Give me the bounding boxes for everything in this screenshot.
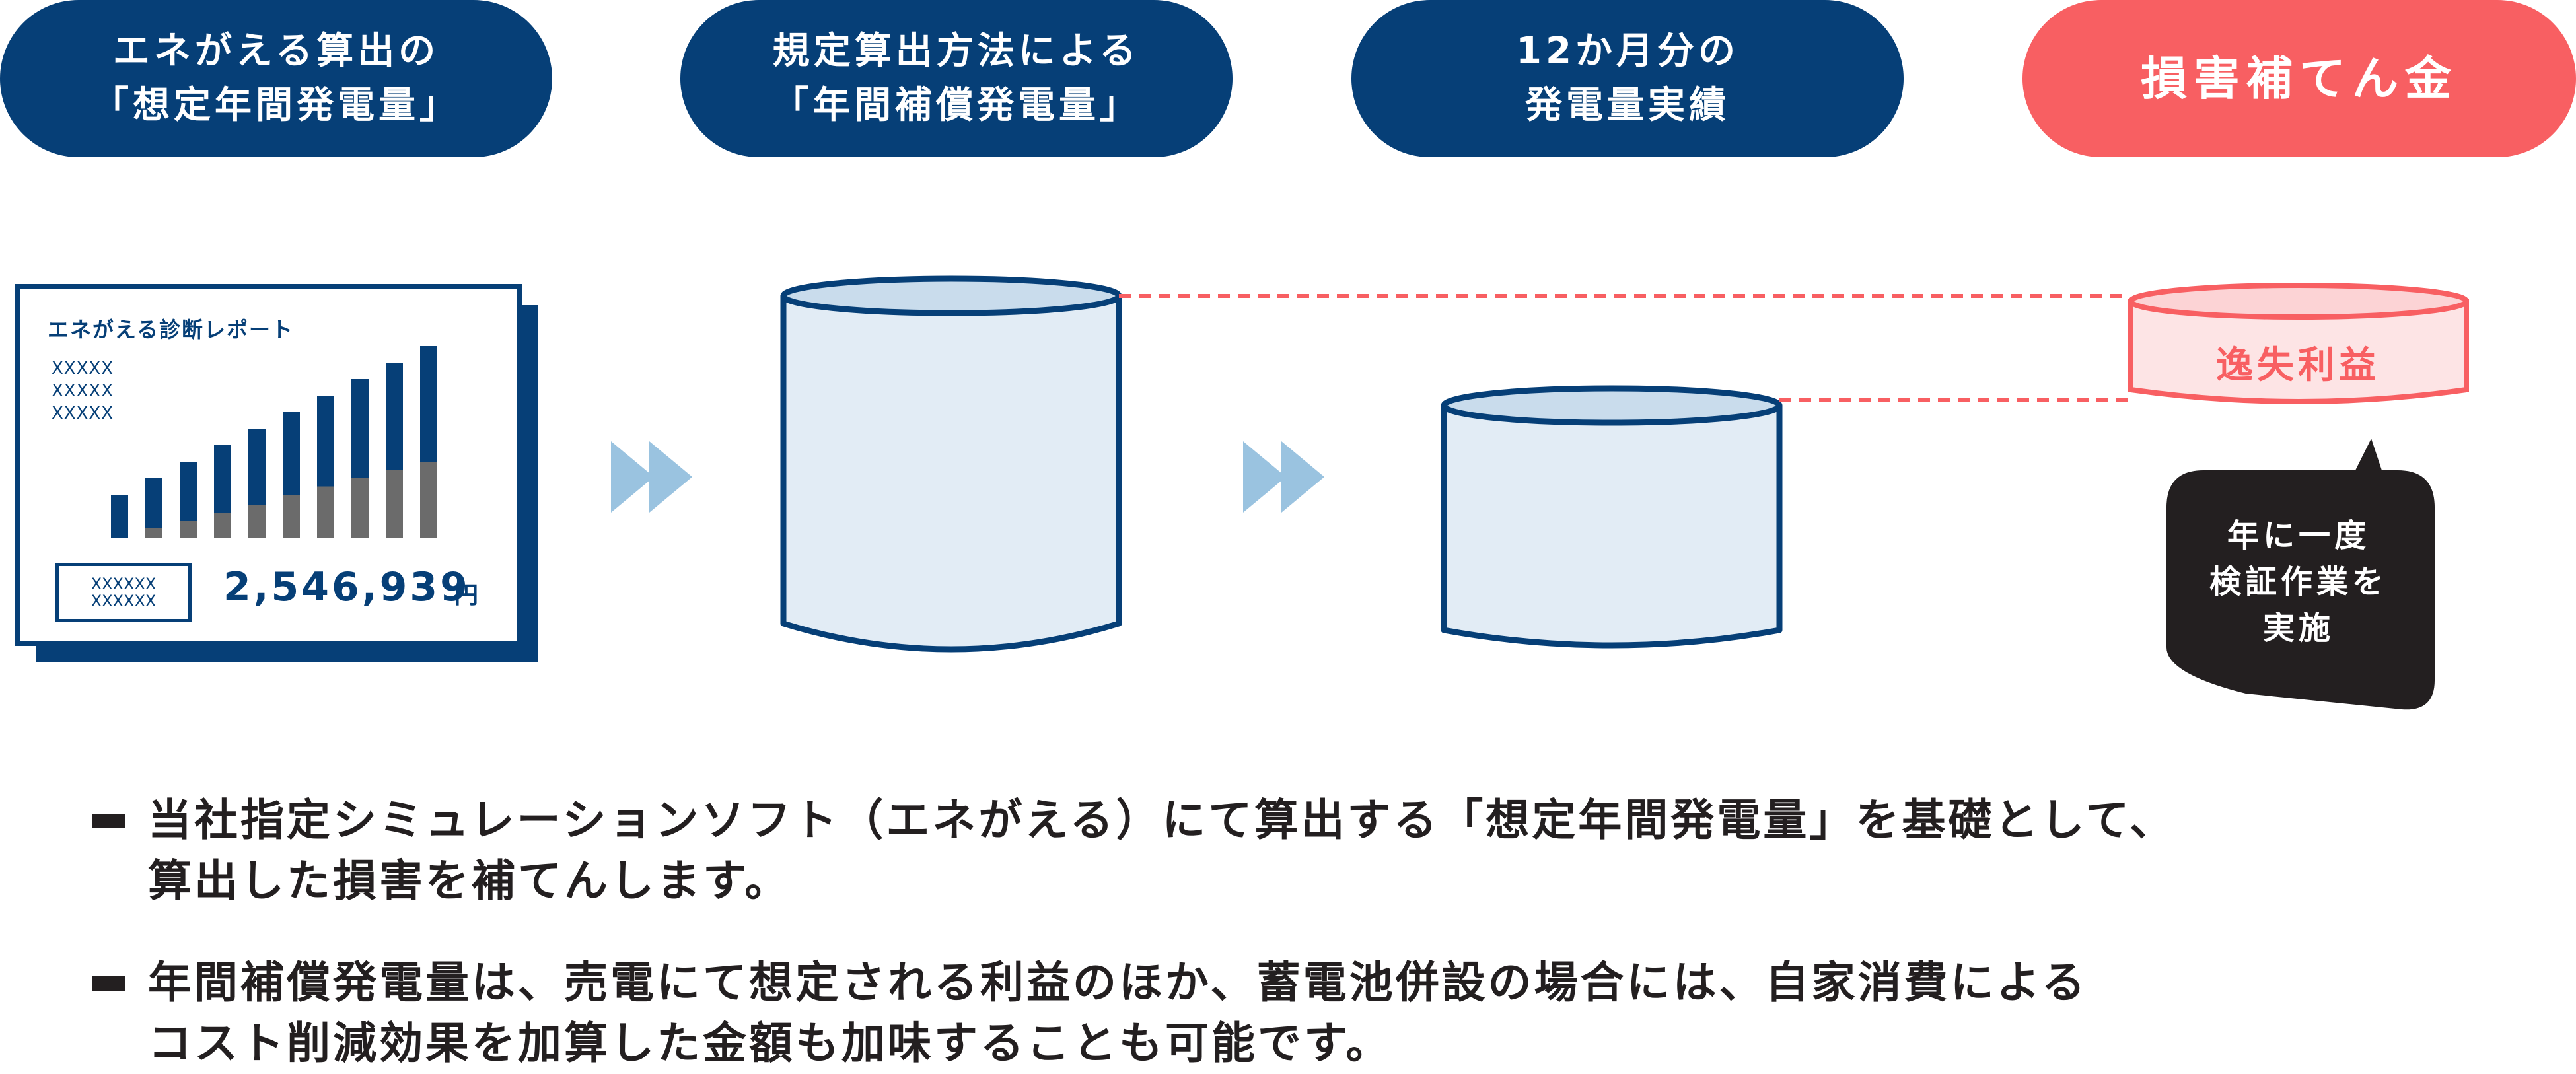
bubble-line: 検証作業を — [2209, 563, 2388, 600]
header-line: 発電量実績 — [1525, 84, 1730, 127]
report-bar-segment — [317, 486, 334, 538]
speech-bubble — [2166, 439, 2435, 710]
placeholder-box: XXXXXX XXXXXX — [55, 563, 192, 622]
note-line: 年間補償発電量は、売電にて想定される利益のほか、蓄電池併設の場合には、自家消費に… — [148, 957, 2088, 1008]
report-bar-segment — [145, 528, 162, 538]
bubble-text: 年に一度 検証作業を 実施 — [2166, 513, 2431, 651]
note-line: 当社指定シミュレーションソフト（エネがえる）にて算出する「想定年間発電量」を基礎… — [148, 795, 2176, 845]
header-estimated-annual-generation: エネがえる算出の 「想定年間発電量」 — [0, 0, 552, 157]
report-bar — [180, 462, 197, 521]
note-item: 年間補償発電量は、売電にて想定される利益のほか、蓄電池併設の場合には、自家消費に… — [148, 952, 2499, 1074]
bubble-line: 年に一度 — [2227, 517, 2370, 554]
arrow-right-icon — [611, 441, 692, 513]
placeholder-box-line: XXXXXX — [90, 575, 157, 593]
report-title: エネがえる診断レポート — [48, 317, 295, 342]
note-bullet — [92, 976, 125, 991]
header-line: エネがえる算出の — [112, 30, 440, 73]
report-bar-segment — [351, 478, 369, 538]
lost-profit-slice — [2128, 283, 2469, 404]
report-bar-segment — [420, 462, 437, 538]
report-bar — [248, 429, 266, 505]
header-line: 「想定年間発電量」 — [92, 84, 460, 127]
report-bar — [111, 495, 128, 538]
header-damage-compensation: 損害補てん金 — [2022, 0, 2576, 157]
report-bar — [317, 396, 334, 487]
report-bar-segment — [180, 521, 197, 538]
report-bar — [214, 445, 231, 513]
report-bar-chart — [111, 346, 437, 538]
note-line: コスト削減効果を加算した金額も加味することも可能です。 — [148, 1018, 1392, 1069]
note-bullet — [92, 814, 125, 828]
report-amount-unit: 円 — [454, 582, 479, 609]
header-line: 12か月分の — [1516, 30, 1739, 73]
note-line: 算出した損害を補てんします。 — [148, 855, 791, 906]
report-bar — [386, 363, 403, 470]
lost-profit-label: 逸失利益 — [2216, 344, 2380, 387]
header-actual-generation: 12か月分の 発電量実績 — [1351, 0, 1904, 157]
placeholder-box-line: XXXXXX — [90, 592, 157, 610]
actual-generation-cylinder — [1441, 385, 1783, 649]
report-bar — [420, 346, 437, 462]
placeholder-text: XXXXX — [52, 381, 114, 401]
placeholder-text: XXXXX — [52, 359, 114, 378]
report-amount: 2,546,939 — [223, 564, 470, 610]
report-bar-segment — [248, 505, 266, 538]
note-item: 当社指定シミュレーションソフト（エネがえる）にて算出する「想定年間発電量」を基礎… — [148, 790, 2499, 912]
report-bar-segment — [214, 513, 231, 538]
report-bar — [145, 478, 162, 528]
report-bar — [351, 379, 369, 478]
header-line: 規定算出方法による — [772, 30, 1141, 73]
header-line: 「年間補償発電量」 — [772, 84, 1141, 127]
header-line: 損害補てん金 — [2141, 52, 2458, 106]
arrow-right-icon — [1243, 441, 1324, 513]
placeholder-text: XXXXX — [52, 404, 114, 423]
header-compensated-annual-generation: 規定算出方法による 「年間補償発電量」 — [680, 0, 1233, 157]
report-bar-segment — [386, 470, 403, 538]
report-bar-segment — [283, 495, 300, 538]
annual-compensation-cylinder — [780, 275, 1122, 653]
report-bar — [283, 412, 300, 495]
bubble-line: 実施 — [2262, 610, 2334, 647]
